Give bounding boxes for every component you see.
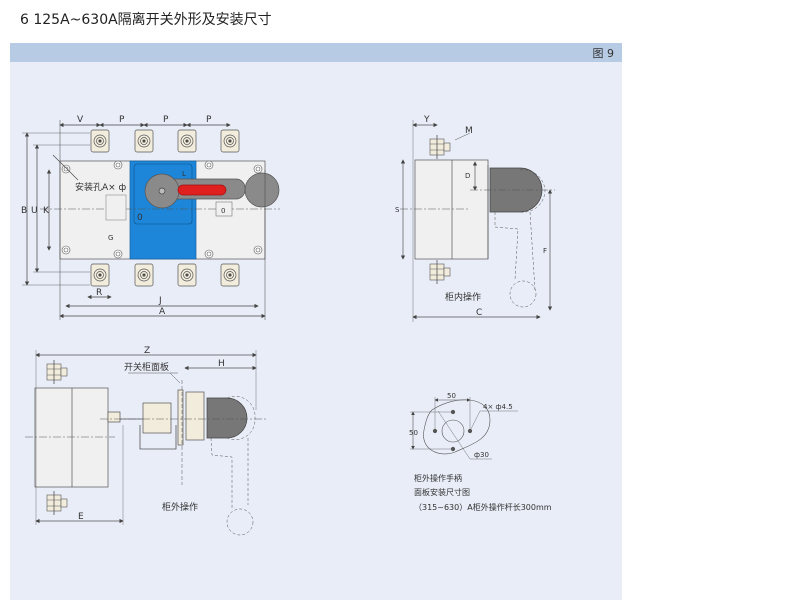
dim-B: B	[21, 206, 27, 216]
figure-panel: 图 9	[10, 43, 622, 600]
dim-F: F	[543, 247, 547, 255]
mounting-hole-label: 安装孔A× ф	[75, 181, 127, 193]
figure-header-bar: 图 9	[10, 43, 622, 62]
dim-G: G	[108, 234, 113, 242]
dim-50-horizontal: 50	[447, 392, 456, 400]
side-view-outer	[25, 350, 268, 536]
front-view-labels: V P P P B U K R J A G L 0 0 安装孔A× ф	[21, 115, 225, 317]
dim-Z: Z	[144, 346, 150, 356]
dim-C: C	[476, 308, 482, 318]
page-title: 6 125A~630A隔离开关外形及安装尺寸	[20, 12, 272, 28]
dim-S: S	[395, 206, 400, 214]
inner-operation-caption: 柜内操作	[445, 291, 481, 303]
dim-P: P	[206, 115, 212, 125]
side-view-inner	[400, 120, 555, 322]
off-mark-2: 0	[221, 207, 225, 215]
dim-U: U	[31, 206, 38, 216]
holes-label: 4× ф4.5	[483, 403, 513, 411]
dim-D: D	[465, 172, 470, 180]
off-mark: 0	[137, 213, 143, 223]
dim-H: H	[218, 359, 225, 369]
dim-E: E	[78, 512, 84, 522]
center-hole-label: ф30	[474, 451, 489, 459]
dim-P: P	[119, 115, 125, 125]
dim-A: A	[159, 307, 166, 317]
dim-P: P	[163, 115, 169, 125]
cutout-note-3: （315~630）A柜外操作杆长300mm	[414, 503, 552, 512]
panel-cutout-labels: 50 50 4× ф4.5 ф30	[409, 392, 513, 459]
dim-K: K	[43, 206, 50, 216]
dim-R: R	[96, 288, 102, 298]
dim-M: M	[465, 126, 473, 136]
side-view-inner-labels: Y M D S F C 柜内操作	[395, 115, 547, 318]
front-view	[22, 120, 280, 320]
dim-Y: Y	[423, 115, 430, 125]
cutout-note-1: 柜外操作手柄	[414, 474, 462, 483]
dim-50-vertical: 50	[409, 429, 418, 437]
figure-label: 图 9	[592, 47, 615, 60]
cutout-note-2: 面板安装尺寸图	[414, 488, 470, 497]
side-view-outer-labels: Z H E 开关柜面板 柜外操作	[78, 346, 225, 522]
panel-cutout-drawing	[410, 397, 518, 460]
cabinet-panel-label: 开关柜面板	[124, 361, 169, 373]
outer-operation-caption: 柜外操作	[162, 501, 198, 513]
rotary-handle	[144, 172, 280, 209]
dim-J: J	[158, 296, 162, 306]
dim-L: L	[182, 170, 186, 178]
dim-V: V	[77, 115, 84, 125]
